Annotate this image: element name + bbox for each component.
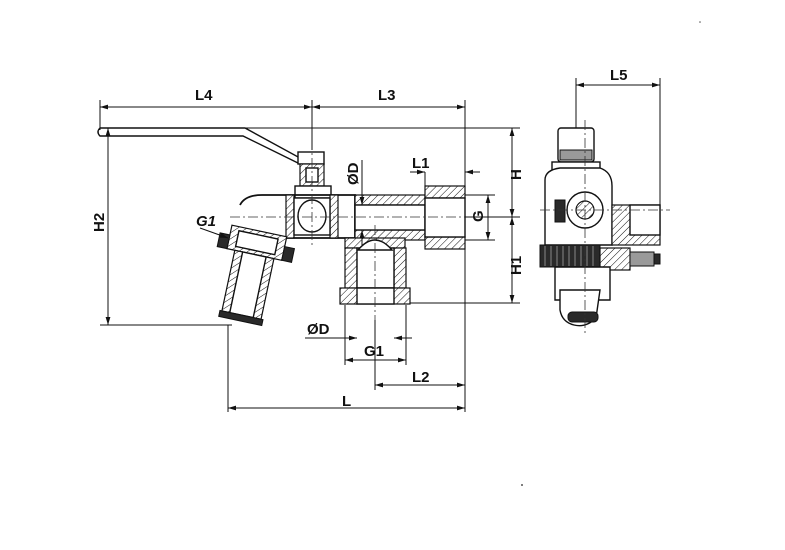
label-OD-top: ØD [345,162,362,185]
label-G1-side: G1 [196,213,216,230]
label-L: L [342,393,351,410]
label-L2: L2 [412,369,430,386]
label-G1-bottom: G1 [364,343,384,360]
label-L5: L5 [610,67,628,84]
label-OD-bottom: ØD [307,321,330,338]
label-H2: H2 [91,213,108,232]
angled-spout [216,224,296,327]
label-L1: L1 [412,155,430,172]
label-L4: L4 [195,87,213,104]
valve-body [239,185,466,250]
label-H1: H1 [508,256,525,275]
lever-handle [97,127,325,166]
stray-mark [699,21,701,23]
dimension-labels: L4 L3 L5 L1 L2 L G1 ØD G1 H H1 H2 G ØD [91,67,628,410]
front-view [97,127,480,327]
dimension-lines [99,100,520,412]
valve-stem [294,163,332,199]
stray-mark [521,484,523,486]
side-view [539,78,670,335]
label-L3: L3 [378,87,396,104]
label-H: H [508,169,525,180]
label-G: G [470,210,487,222]
